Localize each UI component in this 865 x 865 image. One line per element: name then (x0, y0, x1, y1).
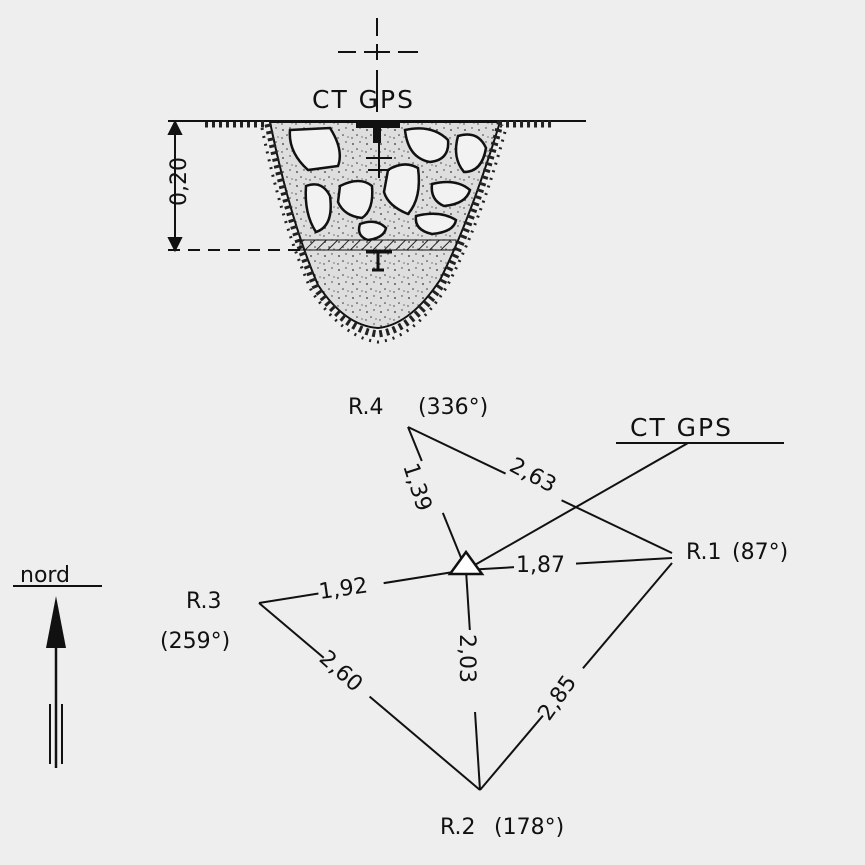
reference-marker-icon (366, 250, 392, 272)
distance-center-r2: 2,03 (454, 634, 479, 683)
reference-bearing: (336°) (418, 395, 488, 420)
section-title: CT GPS (312, 85, 415, 114)
stones (288, 126, 488, 242)
reference-bearing: (87°) (732, 540, 788, 565)
north-arrow-icon (46, 596, 66, 648)
reference-bearing: (178°) (494, 815, 564, 840)
reference-r4: R.4 (336°) (348, 395, 488, 420)
north-arrow: nord (13, 563, 102, 768)
reference-r2: R.2 (178°) (440, 815, 564, 840)
north-label: nord (20, 563, 70, 588)
depth-label: 0,20 (167, 157, 192, 206)
ctgps-station-icon (447, 549, 485, 576)
reference-name: R.4 (348, 395, 384, 420)
reference-name: R.3 (186, 589, 222, 614)
survey-marker-icon (356, 121, 400, 178)
reference-name: R.1 (686, 540, 722, 565)
cross-section: CT GPS (167, 18, 586, 344)
label-masks (306, 454, 590, 722)
crosshair-icon (338, 18, 418, 112)
distance-center-r1: 1,87 (516, 553, 565, 578)
reference-r1: R.1 (87°) (686, 540, 788, 565)
reference-r3: R.3 (259°) (160, 589, 230, 654)
plan-marker-title: CT GPS (630, 413, 733, 442)
soil-hatch (205, 120, 555, 338)
ctgps-leader-line (465, 442, 689, 571)
soil-hatch-outer (260, 127, 508, 344)
reference-name: R.2 (440, 815, 476, 840)
depth-dimension (167, 119, 300, 253)
hatched-layer (299, 239, 457, 251)
reference-bearing: (259°) (160, 629, 230, 654)
